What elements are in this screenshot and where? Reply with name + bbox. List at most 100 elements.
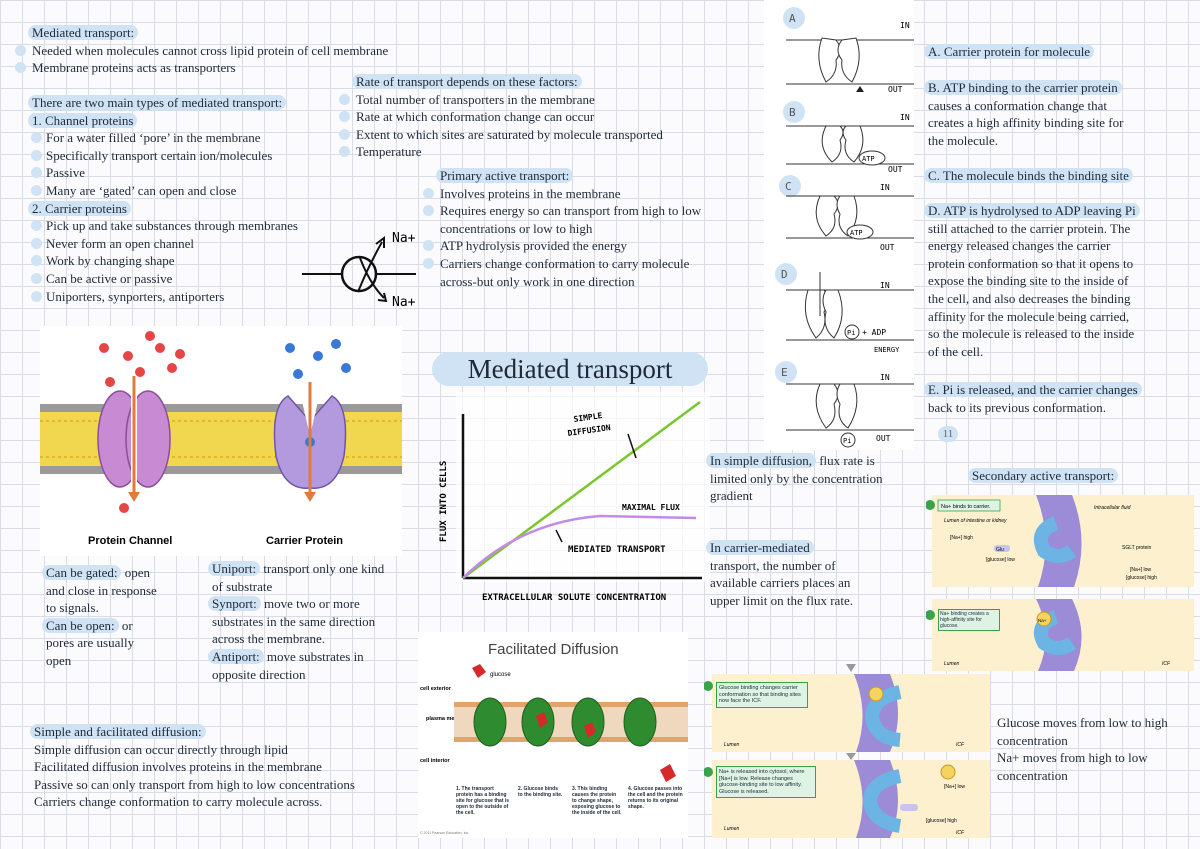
sketch-in-label: IN [880, 373, 890, 382]
bullet-icon [423, 205, 434, 217]
primary-bullet: concentrations or low to high [440, 220, 593, 236]
types-heading: There are two main types of mediated tra… [28, 95, 287, 110]
rate-bullet: Rate at which conformation change can oc… [356, 109, 595, 125]
s2-lumen: Lumen [944, 661, 960, 667]
s2-icf: ICF [1162, 661, 1171, 667]
mediated-bullet: Needed when molecules cannot cross lipid… [32, 42, 389, 58]
sketch-out-label: OUT [880, 243, 895, 252]
atp-step-text: A. Carrier protein for molecule [924, 44, 1095, 59]
simple-flux-text: flux rate is [815, 453, 875, 468]
cell-interior-label: cell interior [420, 758, 451, 764]
sketch-out-label: OUT [888, 85, 903, 94]
s3-lumen: Lumen [724, 742, 740, 748]
rate-bullet: Temperature [356, 144, 422, 160]
bullet-icon [15, 62, 26, 74]
s1-glucose-low: [glucose] low [986, 557, 1015, 563]
channel-bullet: For a water filled ‘pore’ in the membran… [46, 130, 261, 146]
sketch-e: E Pi IN OUT [775, 361, 914, 448]
atp-step-text: creates a high affinity binding site for [928, 115, 1124, 131]
simple-flux-line: gradient [710, 488, 753, 504]
sketch-pi-label: Pi [847, 329, 855, 337]
atp-step-text: D. ATP is hydrolysed to ADP leaving Pi [924, 203, 1140, 218]
glucose-note: Glucose moves from low to high concentra… [997, 714, 1168, 784]
facilitated-title: Facilitated Diffusion [488, 641, 619, 658]
sketch-letter: D [781, 268, 788, 281]
glucose-note-line: Na+ moves from high to low [997, 750, 1148, 766]
sketch-in-label: IN [880, 281, 890, 290]
s4-glucose-high: [glucose] high [926, 818, 957, 824]
sglt-panels-top: Na+ binds to carrier. Lumen of intestine… [926, 495, 1194, 671]
uniport-heading: Uniport: [208, 561, 261, 576]
simple-fac-line: Passive so can only transport from high … [34, 776, 355, 792]
flux-graph: SIMPLE DIFFUSION MAXIMAL FLUX MEDIATED T… [439, 392, 710, 603]
s4-na-low: [Na+] low [944, 784, 965, 790]
mediated-label: MEDIATED TRANSPORT [568, 545, 666, 555]
channel-bullet: Passive [46, 165, 85, 181]
sketch-energy-label: ENERGY [874, 346, 900, 354]
rate-bullet: Total number of transporters in the memb… [356, 91, 595, 107]
simple-fac-section: Simple and facilitated diffusion: Simple… [30, 723, 355, 811]
antiport-heading: Antiport: [208, 648, 264, 664]
simple-label-1: SIMPLE [573, 411, 603, 424]
glucose-key-label: glucose [490, 672, 511, 678]
carrier-flux-line: transport, the number of [710, 557, 836, 573]
atp-step-text: the molecule. [928, 132, 999, 148]
glucose-note-line: concentration [997, 732, 1068, 748]
sketch-d: D Pi + ADP ENERGY IN [775, 263, 914, 354]
atp-step-text: energy released changes the carrier [928, 238, 1111, 254]
x-axis-label: EXTRACELLULAR SOLUTE CONCENTRATION [482, 593, 666, 603]
open-line: pores are usually [46, 635, 135, 651]
sodium-molecule: Na+ [1038, 618, 1047, 623]
s1-na-high: [Na+] high [950, 535, 973, 541]
secondary-heading-wrap: Secondary active transport: [968, 467, 1119, 485]
atp-step-text: causes a conformation change that [928, 97, 1108, 113]
arrow-down-icon [846, 753, 856, 760]
gated-heading: Can be gated: [42, 565, 122, 580]
sketch-adp-label: + ADP [862, 328, 886, 337]
sglt-panels-bottom: Glucose binding changes carrier conforma… [704, 664, 990, 838]
sketch-letter: E [781, 366, 788, 379]
atp-step-d: D. ATP is hydrolysed to ADP leaving Pi s… [924, 202, 1140, 360]
glucose-note-line: Glucose moves from low to high [997, 715, 1168, 730]
bullet-icon [31, 149, 42, 161]
glucose-key-icon [472, 664, 486, 678]
simple-fac-line: Carriers change conformation to carry mo… [34, 794, 323, 810]
bullet-icon [339, 93, 350, 105]
atp-step-text: of the cell. [928, 343, 984, 359]
atp-step-text: protein conformation so that it opens to [928, 255, 1134, 271]
s2-title: Na+ binding creates a high-affinity site… [938, 609, 1000, 631]
carrier-bullet: Never form an open channel [46, 235, 194, 251]
bullet-icon [31, 237, 42, 249]
symport-line: across the membrane. [212, 631, 325, 647]
antiport-line: opposite direction [212, 666, 306, 682]
bullet-icon [31, 132, 42, 144]
bullet-icon [423, 240, 434, 252]
sketch-out-label: OUT [876, 434, 891, 443]
uniport-text: transport only one kind [260, 561, 385, 576]
s1-na-low: [Na+] low [1130, 567, 1151, 573]
s4-lumen: Lumen [724, 826, 740, 832]
simple-flux-heading: In simple diffusion, [706, 453, 816, 468]
sketch-atp-label: ATP [862, 155, 875, 163]
gated-text: open [121, 565, 151, 580]
bullet-icon [31, 255, 42, 267]
gated-section: Can be gated: open and close in response… [42, 564, 157, 670]
sketch-in-label: IN [900, 113, 910, 122]
s1-icf: Intracellular fluid [1094, 505, 1131, 511]
carrier-protein-label: Carrier Protein [266, 535, 343, 547]
atp-sketch-panel: A IN OUT B ATP IN OUT C [764, 0, 914, 450]
fd-step-2: 2. Glucose binds to the binding site. [518, 786, 563, 798]
gated-line: and close in response [46, 582, 157, 598]
symport-heading: Synport: [208, 596, 261, 612]
primary-bullet: Carriers change conformation to carry mo… [440, 255, 690, 271]
s4-icf: ICF [956, 830, 965, 836]
carrier-bullet: Uniporters, synporters, antiporters [46, 288, 225, 304]
y-axis-label: FLUX INTO CELLS [439, 461, 449, 542]
primary-bullet: Requires energy so can transport from hi… [440, 203, 702, 219]
carrier-bullet: Pick up and take substances through memb… [46, 218, 298, 234]
carrier-flux-line: upper limit on the flux rate. [710, 592, 853, 608]
carrier-flux-heading: In carrier-mediated [706, 540, 814, 555]
mediated-bullet: Membrane proteins acts as transporters [32, 60, 236, 76]
facilitated-figure: Facilitated Diffusion glucose cell exter… [418, 632, 688, 838]
bullet-icon [31, 272, 42, 284]
